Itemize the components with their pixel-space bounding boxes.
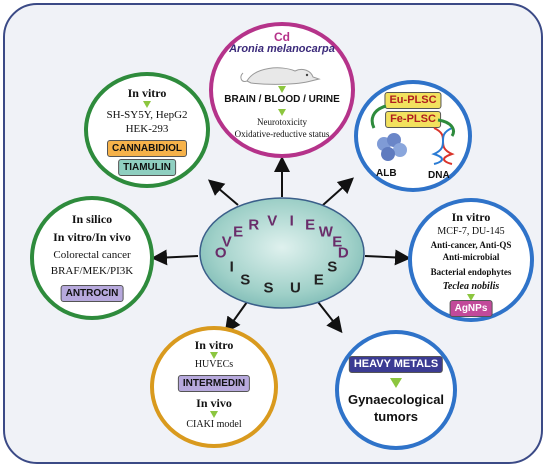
arrow-to-left [151, 249, 199, 266]
arrow-to-lower-left [224, 301, 248, 334]
arrow-to-upper-left [207, 179, 239, 206]
in-vitro-heading: In vitro [194, 338, 234, 352]
center-letter-bottom: S [240, 271, 251, 289]
node-left: In silico In vitro/In vivo Colorectal ca… [30, 196, 154, 320]
dna-icon [431, 127, 455, 165]
center-letter-top: W [318, 223, 333, 241]
arrow-down-icon [278, 109, 286, 116]
curved-arrows-icon [370, 104, 455, 137]
arrow-down-icon [390, 378, 402, 388]
pathway-label: BRAF/MEK/PI3K [50, 265, 134, 277]
arrow-down-icon [467, 294, 475, 301]
center-letter-top: O [214, 244, 227, 262]
oxidative-label: Oxidative-reductive status [234, 129, 330, 139]
in-vitro-heading: In vitro [451, 210, 491, 224]
in-vitro-in-vivo-label: In vitro/In vivo [53, 230, 131, 244]
center-letter-top: E [305, 216, 316, 234]
center-letter-bottom: S [263, 279, 274, 297]
organs-label: BRAIN / BLOOD / URINE [224, 94, 340, 105]
rat-icon [240, 67, 321, 85]
center-letter-top: E [233, 223, 244, 241]
center-letter-bottom: U [290, 279, 301, 297]
center-letter-top: E [332, 233, 343, 251]
dna-label: DNA [428, 170, 450, 181]
node-upper-right: Eu-PLSC Fe-PLSC ALB DNA [354, 80, 472, 192]
eu-plsc-badge: Eu-PLSC [384, 92, 442, 109]
tiamulin-badge: TIAMULIN [118, 159, 176, 176]
arrow-to-right [364, 249, 411, 266]
protein-icon [377, 133, 407, 161]
intermedin-badge: INTERMEDIN [177, 375, 251, 392]
antrocin-badge: ANTROCIN [60, 285, 124, 302]
center-letter-bottom: I [229, 258, 234, 276]
cell-lines-label-2: HEK-293 [125, 123, 169, 135]
node-upper-left: In vitro SH-SY5Y, HepG2 HEK-293 CANNABID… [84, 72, 210, 188]
cd-label: Cd [274, 30, 290, 44]
species-label: Teclea nobilis [442, 281, 500, 292]
cell-lines-label: HUVECs [194, 359, 234, 370]
model-label: CIAKI model [186, 419, 242, 430]
node-lower-left: In vitro HUVECs INTERMEDIN In vivo CIAKI… [150, 326, 278, 448]
center-letter-top: V [267, 212, 278, 230]
gynaecological-label: Gynaecological [347, 392, 445, 407]
heavy-metals-badge: HEAVY METALS [348, 356, 444, 373]
node-lower-right: HEAVY METALS Gynaecological tumors [335, 330, 457, 450]
cannabidiol-badge: CANNABIDIOL [107, 140, 187, 157]
arrow-to-lower-right [317, 301, 343, 334]
neurotoxicity-label: Neurotoxicity [257, 117, 307, 127]
node-right: In vitro MCF-7, DU-145 Anti-cancer, Anti… [408, 198, 534, 322]
center-letter-top: V [221, 233, 232, 251]
antimicrobial-label: Anti-microbial [442, 252, 500, 262]
endophytes-label: Bacterial endophytes [430, 267, 512, 277]
arrow-to-upper-right [322, 177, 354, 206]
fe-plsc-badge: Fe-PLSC [385, 111, 441, 128]
center-letter-top: I [289, 212, 294, 230]
arrow-down-icon [143, 101, 151, 108]
center-letter-bottom: E [313, 271, 324, 289]
tumors-label: tumors [373, 409, 419, 424]
node-top: Cd Aronia melanocarpa BRAIN / BLOOD / UR… [209, 22, 355, 158]
cell-lines-label: MCF-7, DU-145 [437, 226, 505, 237]
arrow-down-icon [210, 352, 218, 359]
arrow-down-icon [210, 411, 218, 418]
center-letter-top: R [248, 216, 260, 234]
cell-lines-label: SH-SY5Y, HepG2 [106, 109, 188, 121]
arrow-down-icon [278, 86, 286, 93]
in-vitro-heading: In vitro [127, 86, 167, 100]
center-letter-top: D [337, 244, 349, 262]
in-vivo-heading: In vivo [196, 396, 232, 410]
center-letter-bottom: S [327, 258, 338, 276]
alb-label: ALB [376, 168, 397, 179]
activity-label: Anti-cancer, Anti-QS [430, 240, 512, 250]
species-label: Aronia melanocarpa [229, 43, 335, 55]
agnps-badge: AgNPs [449, 300, 493, 317]
in-silico-label: In silico [71, 212, 113, 226]
colorectal-label: Colorectal cancer [53, 249, 131, 261]
